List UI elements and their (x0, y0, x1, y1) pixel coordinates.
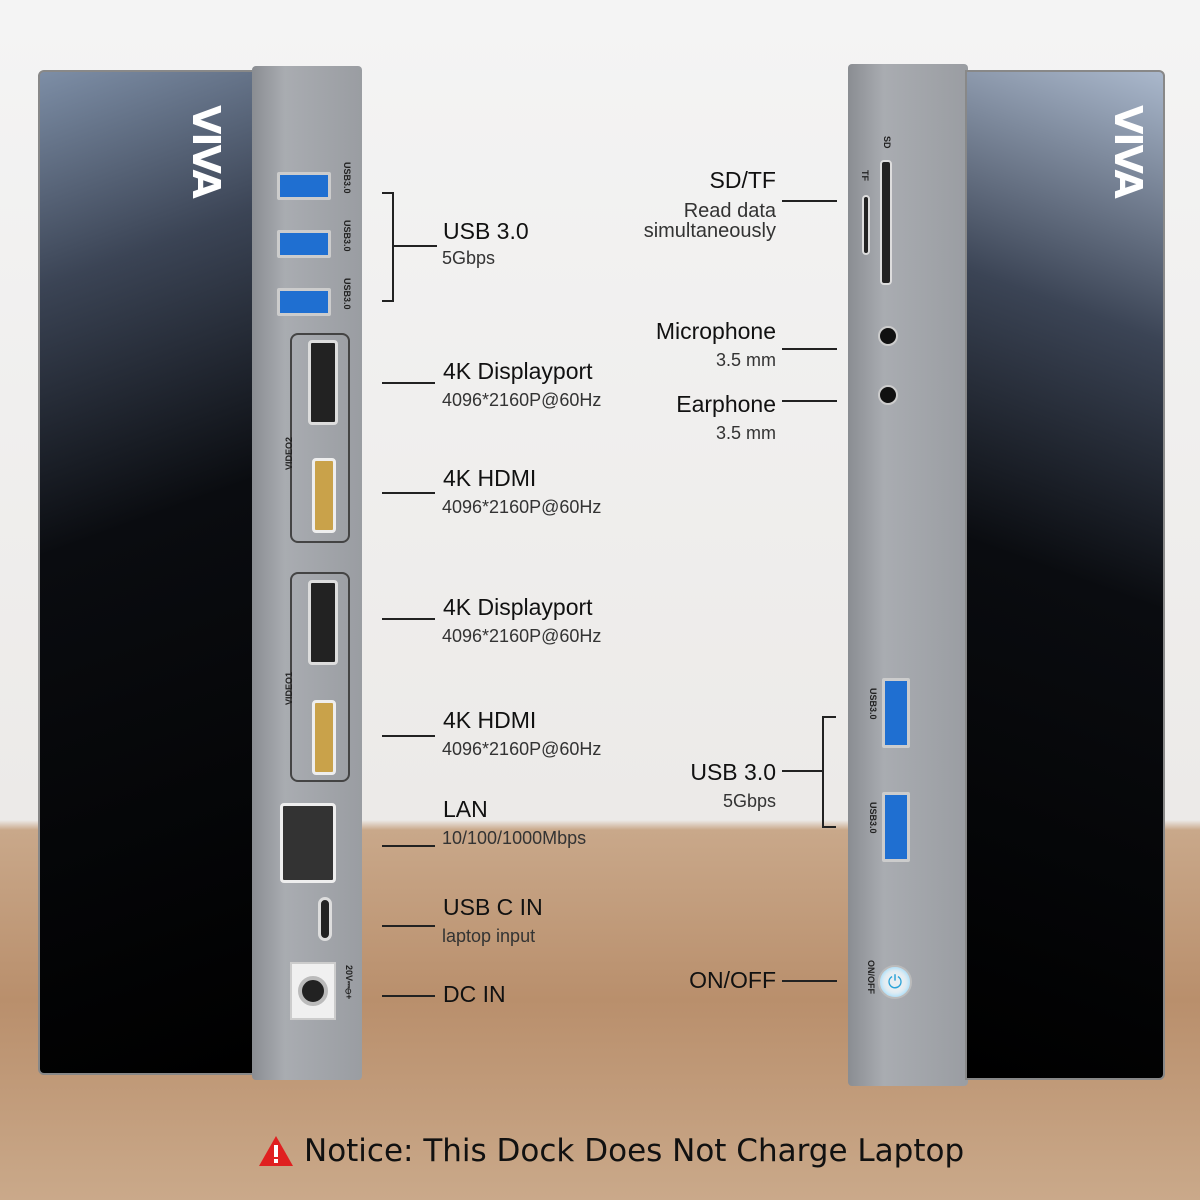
notice: Notice: This Dock Does Not Charge Laptop (258, 1133, 964, 1169)
sd-mark: SD (882, 136, 892, 149)
leader-line (782, 400, 837, 402)
leader-line (382, 925, 435, 927)
hdmi-port (312, 458, 336, 533)
brand-logo: VIVA (1106, 105, 1150, 197)
usb-port (277, 288, 331, 316)
leader-line (782, 980, 837, 982)
label-title: USB 3.0 (690, 759, 776, 785)
lan-port (280, 803, 336, 883)
warning-triangle-icon (259, 1136, 293, 1166)
usb-port (882, 792, 910, 862)
tf-slot (862, 195, 870, 255)
leader-line (382, 995, 435, 997)
leader-line (382, 382, 435, 384)
usb-mark: USB3.0 (342, 278, 352, 310)
sd-slot (880, 160, 892, 285)
label-title: 4K HDMI (443, 707, 537, 733)
label-sub: 5Gbps (722, 791, 776, 811)
label-sub: 3.5 mm (715, 350, 776, 370)
label-sub: 10/100/1000Mbps (442, 828, 587, 848)
power-button[interactable]: ⏻ (878, 965, 912, 999)
label-sub: 4096*2160P@60Hz (442, 739, 602, 759)
hdmi-port (312, 700, 336, 775)
bracket-line (392, 192, 394, 302)
label-title: USB 3.0 (443, 218, 529, 244)
usb-mark: USB3.0 (868, 688, 878, 720)
leader-line (382, 845, 435, 847)
leader-line (392, 245, 437, 247)
displayport-port (308, 340, 338, 425)
label-title: LAN (443, 796, 488, 822)
label-sub: 4096*2160P@60Hz (442, 390, 602, 410)
earphone-jack (878, 385, 898, 405)
label-title: DC IN (443, 981, 506, 1007)
displayport-port (308, 580, 338, 665)
usb-c-port (318, 897, 332, 941)
dc-in-port (290, 962, 336, 1020)
leader-line (382, 618, 435, 620)
bracket-line (822, 716, 836, 718)
bracket-line (382, 192, 394, 194)
label-title: USB C IN (443, 894, 543, 920)
label-sub: laptop input (442, 926, 536, 946)
right-dock-glass-panel (965, 70, 1165, 1080)
label-title: SD/TF (709, 167, 776, 193)
label-title: ON/OFF (689, 967, 776, 993)
usb-mark: USB3.0 (342, 220, 352, 252)
usb-port (277, 230, 331, 258)
label-title: Microphone (655, 318, 776, 344)
label-sub: 4096*2160P@60Hz (442, 626, 602, 646)
tf-mark: TF (860, 170, 870, 181)
video1-mark: VIDEO1 (284, 671, 294, 705)
leader-line (382, 492, 435, 494)
usb-mark: USB3.0 (342, 162, 352, 194)
label-sub: Read data (683, 200, 776, 222)
usb-port (277, 172, 331, 200)
microphone-jack (878, 326, 898, 346)
leader-line (782, 200, 837, 202)
notice-text: Notice: This Dock Does Not Charge Laptop (304, 1133, 965, 1169)
usb-mark: USB3.0 (868, 802, 878, 834)
leader-line (382, 735, 435, 737)
leader-line (782, 348, 837, 350)
label-sub: 3.5 mm (715, 423, 776, 443)
onoff-mark: ON/OFF (866, 960, 876, 994)
video1-group (290, 572, 350, 782)
label-sub: simultaneously (643, 220, 776, 242)
brand-logo: VIVA (184, 105, 228, 197)
label-title: Earphone (676, 391, 776, 417)
label-title: 4K Displayport (443, 358, 593, 384)
bracket-line (382, 300, 394, 302)
video2-group (290, 333, 350, 543)
bracket-line (822, 716, 824, 828)
label-title: 4K HDMI (443, 465, 537, 491)
label-title: 4K Displayport (443, 594, 593, 620)
label-sub: 5Gbps (442, 248, 496, 268)
left-dock-glass-panel (38, 70, 254, 1075)
leader-line (782, 770, 824, 772)
label-sub: 4096*2160P@60Hz (442, 497, 602, 517)
dc-mark: 20V⎓⊖+ (344, 965, 354, 1000)
video2-mark: VIDEO2 (284, 436, 294, 470)
usb-port (882, 678, 910, 748)
bracket-line (822, 826, 836, 828)
